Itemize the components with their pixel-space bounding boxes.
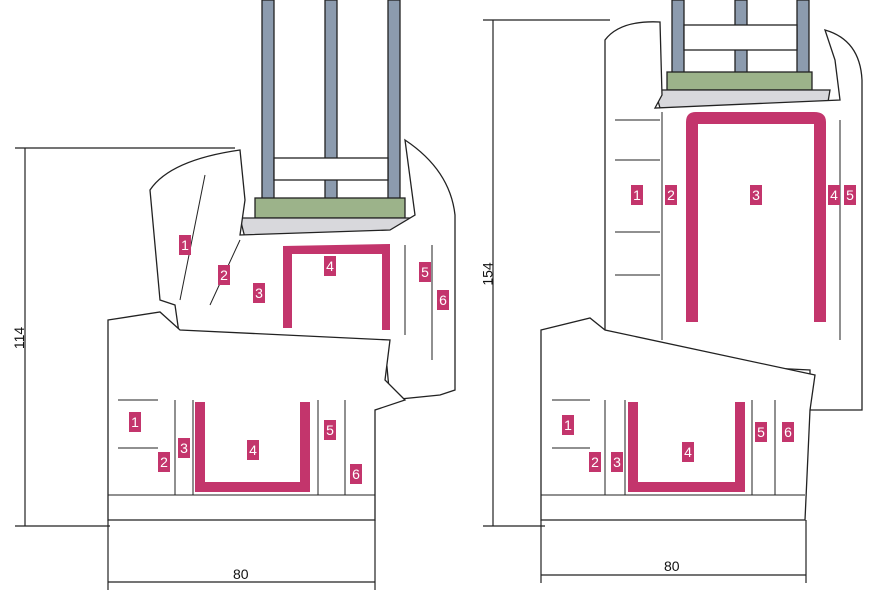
right-height-dimension-line	[483, 19, 610, 527]
chamber-label: 2	[158, 452, 170, 472]
frame-reinforcement	[628, 402, 745, 492]
chamber-label: 1	[129, 412, 141, 432]
left-width-dimension-line	[107, 520, 376, 590]
chamber-label: 4	[247, 440, 259, 460]
glass-pane	[387, 0, 401, 201]
chamber-label: 4	[828, 185, 840, 205]
chamber-label: 3	[611, 452, 623, 472]
chamber-label: 5	[844, 185, 856, 205]
frame-reinforcement	[195, 402, 310, 492]
chamber-label: 3	[750, 185, 762, 205]
chamber-label: 1	[179, 235, 191, 255]
right-profile	[540, 0, 863, 521]
glass-pane	[671, 0, 685, 76]
frame	[107, 311, 407, 521]
chamber-label: 2	[589, 452, 601, 472]
glass-pane	[796, 0, 810, 76]
chamber-label: 3	[253, 283, 265, 303]
frame	[540, 317, 816, 521]
chamber-label: 2	[218, 265, 230, 285]
right-width-label: 80	[664, 558, 680, 574]
chamber-label: 2	[665, 185, 677, 205]
left-height-label: 114	[11, 326, 28, 350]
chamber-label: 4	[324, 256, 336, 276]
spacer	[683, 24, 798, 51]
right-height-label: 154	[479, 262, 496, 286]
chamber-label: 6	[350, 464, 362, 484]
chamber-label: 1	[631, 185, 643, 205]
left-height-dimension-line	[15, 147, 235, 527]
gasket	[254, 197, 406, 219]
glass-pane	[261, 0, 275, 201]
spacer	[273, 157, 389, 181]
gasket	[666, 71, 813, 91]
chamber-label: 3	[178, 438, 190, 458]
chamber-label: 4	[682, 442, 694, 462]
chamber-label: 5	[324, 420, 336, 440]
right-width-dimension-line	[540, 520, 807, 583]
chamber-label: 5	[419, 262, 431, 282]
sash-reinforcement	[283, 244, 390, 330]
left-width-label: 80	[233, 566, 249, 582]
chamber-label: 5	[755, 422, 767, 442]
chamber-label: 6	[782, 422, 794, 442]
left-profile	[107, 0, 456, 521]
chamber-label: 6	[437, 290, 449, 310]
chamber-label: 1	[562, 415, 574, 435]
